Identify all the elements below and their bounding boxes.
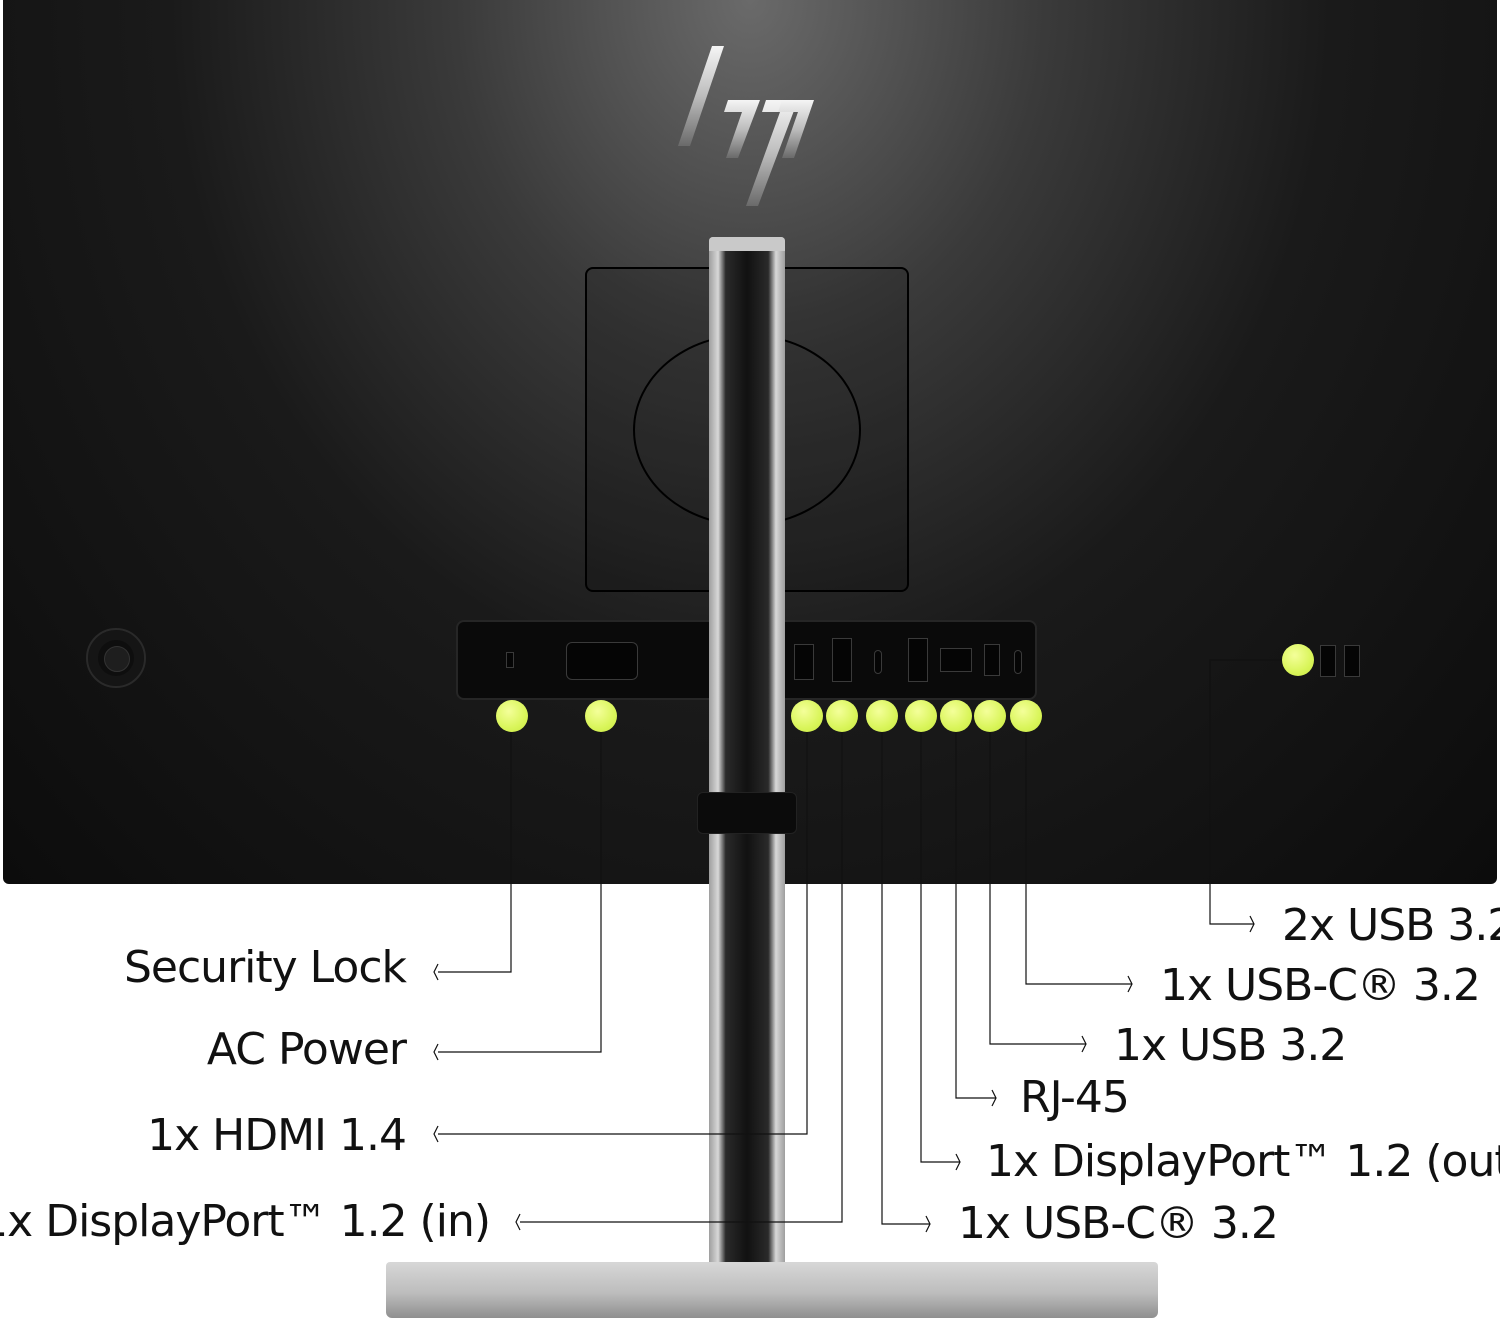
label-security-lock: Security Lock [123, 942, 407, 993]
security-lock-slot [506, 652, 514, 668]
label-ac-power: AC Power [206, 1024, 407, 1075]
ac-power-socket [566, 642, 638, 680]
marker-hdmi [791, 700, 823, 732]
marker-usb-c-2 [866, 700, 898, 732]
cable-clip [697, 792, 797, 834]
usb-c-port-2 [1014, 650, 1022, 674]
label-dp-out: 1x DisplayPort™ 1.2 (out) [986, 1136, 1500, 1187]
usb-a-port-side-2 [1344, 645, 1360, 677]
label-usb-c-1: 1x USB-C® 3.2 [1160, 960, 1481, 1011]
displayport-out-port [908, 638, 928, 682]
label-usb-c-2: 1x USB-C® 3.2 [958, 1198, 1279, 1249]
hp-logo [678, 46, 814, 206]
usb-a-port [984, 644, 1000, 676]
label-usb-2x: 2x USB 3.2 [1282, 900, 1500, 951]
usb-c-port [874, 650, 882, 674]
hdmi-port [794, 644, 814, 680]
rj45-port [940, 648, 972, 672]
marker-security-lock [496, 700, 528, 732]
displayport-in-port [832, 638, 852, 682]
usb-a-port-side-1 [1320, 645, 1336, 677]
marker-dp-out [905, 700, 937, 732]
marker-ac-power [585, 700, 617, 732]
marker-usb-2x [1282, 644, 1314, 676]
marker-usb-c-1 [1010, 700, 1042, 732]
stand-base [386, 1262, 1158, 1318]
label-dp-in: 1x DisplayPort™ 1.2 (in) [0, 1196, 491, 1247]
label-rj45: RJ-45 [1020, 1072, 1130, 1123]
power-button[interactable] [86, 628, 146, 688]
marker-dp-in [826, 700, 858, 732]
marker-usb-1 [974, 700, 1006, 732]
marker-rj45 [940, 700, 972, 732]
label-hdmi: 1x HDMI 1.4 [147, 1110, 407, 1161]
stand-neck [709, 237, 785, 1287]
label-usb-1: 1x USB 3.2 [1114, 1020, 1347, 1071]
stand-neck-top [709, 237, 785, 251]
